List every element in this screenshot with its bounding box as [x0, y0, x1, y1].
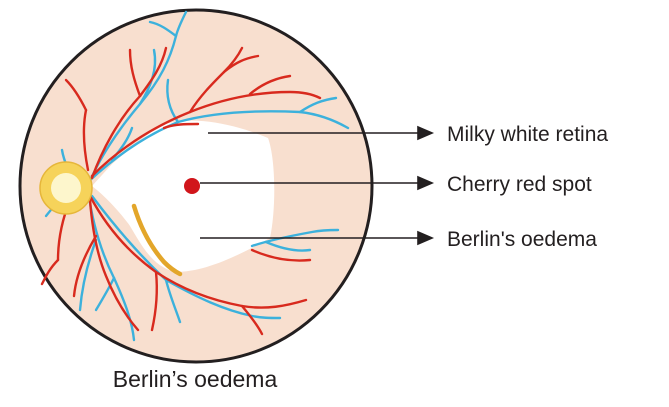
milky-white-retina-region [92, 120, 275, 272]
figure-caption: Berlin’s oedema [112, 366, 278, 392]
label-milky-white-retina: Milky white retina [447, 123, 608, 146]
leader-lines [200, 125, 435, 246]
label-cherry-red-spot: Cherry red spot [447, 173, 592, 196]
cherry-red-spot [184, 178, 200, 194]
cherry-red-arrowhead [417, 175, 435, 191]
yellow-streak [131, 203, 183, 277]
optic-disc-inner [51, 173, 81, 203]
milky-white-arrowhead [417, 125, 435, 141]
label-berlins-oedema: Berlin's oedema [447, 228, 597, 251]
berlin-arrowhead [417, 230, 435, 246]
retinal-arteries [40, 46, 322, 336]
